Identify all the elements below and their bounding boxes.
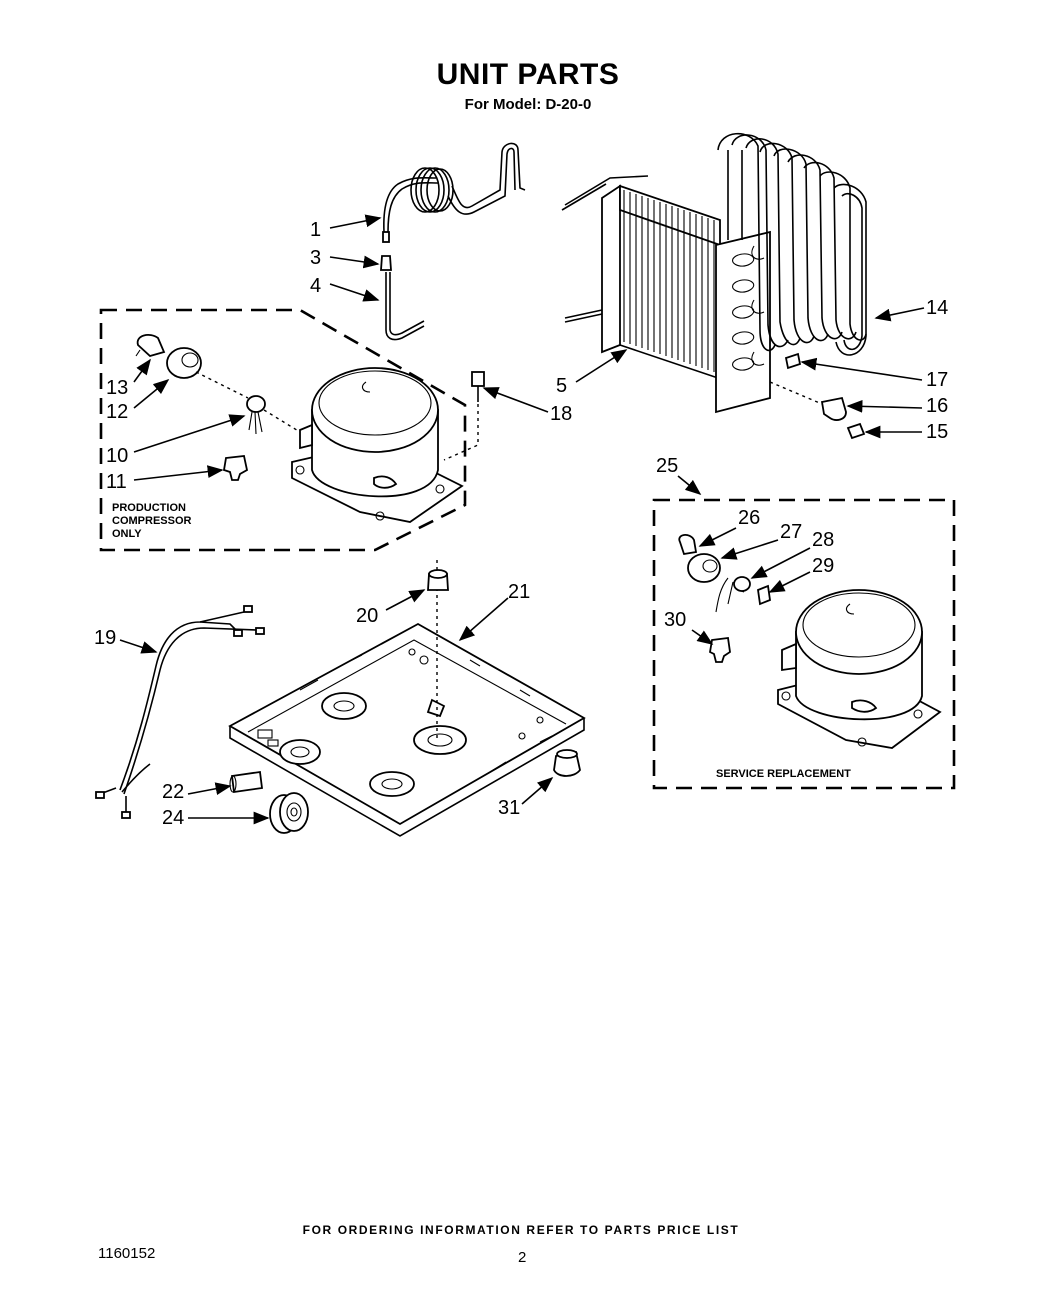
service-relay-26	[678, 534, 698, 556]
callout-5: 5	[556, 375, 567, 397]
callout-22: 22	[162, 781, 184, 803]
callout-18: 18	[550, 403, 572, 425]
callout-14: 14	[926, 297, 948, 319]
grommet-20	[427, 569, 449, 591]
callout-11: 11	[106, 471, 127, 493]
capillary-tube-assembly	[380, 142, 526, 341]
roller-24	[269, 792, 309, 834]
page-title: UNIT PARTS	[436, 58, 620, 91]
axle-22	[229, 770, 264, 794]
terminal-11	[222, 455, 249, 481]
callout-21: 21	[508, 581, 530, 603]
callout-16: 16	[926, 395, 948, 417]
callout-19: 19	[94, 627, 116, 649]
foot-31	[553, 749, 581, 777]
callout-15: 15	[926, 421, 948, 443]
callout-20: 20	[356, 605, 378, 627]
screw-15	[846, 422, 866, 440]
callout-17: 17	[926, 369, 948, 391]
production-compressor-note: PRODUCTION COMPRESSOR ONLY	[112, 502, 192, 540]
condenser-return-bends	[732, 245, 765, 371]
service-replacement-box	[652, 498, 956, 790]
capacitor-10	[246, 395, 266, 435]
service-overload-27	[687, 553, 721, 583]
callout-24: 24	[162, 807, 184, 829]
condenser-fins	[623, 190, 715, 372]
svg-text:COMPRESSOR: COMPRESSOR	[112, 515, 192, 527]
callout-13: 13	[106, 377, 128, 399]
service-terminal-30	[709, 636, 731, 663]
svg-text:PRODUCTION: PRODUCTION	[112, 502, 186, 514]
service-compressor	[777, 589, 942, 749]
callout-28: 28	[812, 529, 834, 551]
callout-3: 3	[310, 247, 321, 269]
callout-30: 30	[664, 609, 686, 631]
screw-18	[443, 371, 485, 461]
service-clip-29	[757, 584, 771, 606]
condenser-coil-14	[717, 132, 867, 356]
ordering-note: FOR ORDERING INFORMATION REFER TO PARTS …	[302, 1223, 740, 1237]
clip-17	[784, 352, 802, 370]
relay-clip-13	[135, 334, 166, 358]
production-compressor-box	[99, 308, 467, 552]
svg-text:ONLY: ONLY	[112, 528, 142, 540]
callout-26: 26	[738, 507, 760, 529]
wiring-harness-19	[95, 605, 265, 819]
callout-12: 12	[106, 401, 128, 423]
callout-numbers: 1 3 4 5 13 12 10 11 18 14 17 16 15 19 20…	[94, 219, 948, 829]
overload-12	[166, 347, 202, 379]
document-number: 1160152	[98, 1245, 156, 1262]
condenser	[561, 132, 867, 414]
leader-lines	[119, 214, 925, 825]
service-capacitor-28	[715, 576, 751, 613]
production-compressor	[291, 367, 464, 523]
service-replacement-label: SERVICE REPLACEMENT	[716, 768, 851, 780]
callout-4: 4	[310, 275, 321, 297]
callout-1: 1	[310, 219, 321, 241]
page-subtitle: For Model: D-20-0	[464, 96, 592, 113]
callout-29: 29	[812, 555, 834, 577]
bracket-16	[820, 396, 847, 421]
callout-25: 25	[656, 455, 678, 477]
page-number: 2	[518, 1249, 527, 1266]
callout-31: 31	[498, 797, 520, 819]
callout-10: 10	[106, 445, 128, 467]
base-plate	[228, 622, 586, 837]
callout-27: 27	[780, 521, 802, 543]
